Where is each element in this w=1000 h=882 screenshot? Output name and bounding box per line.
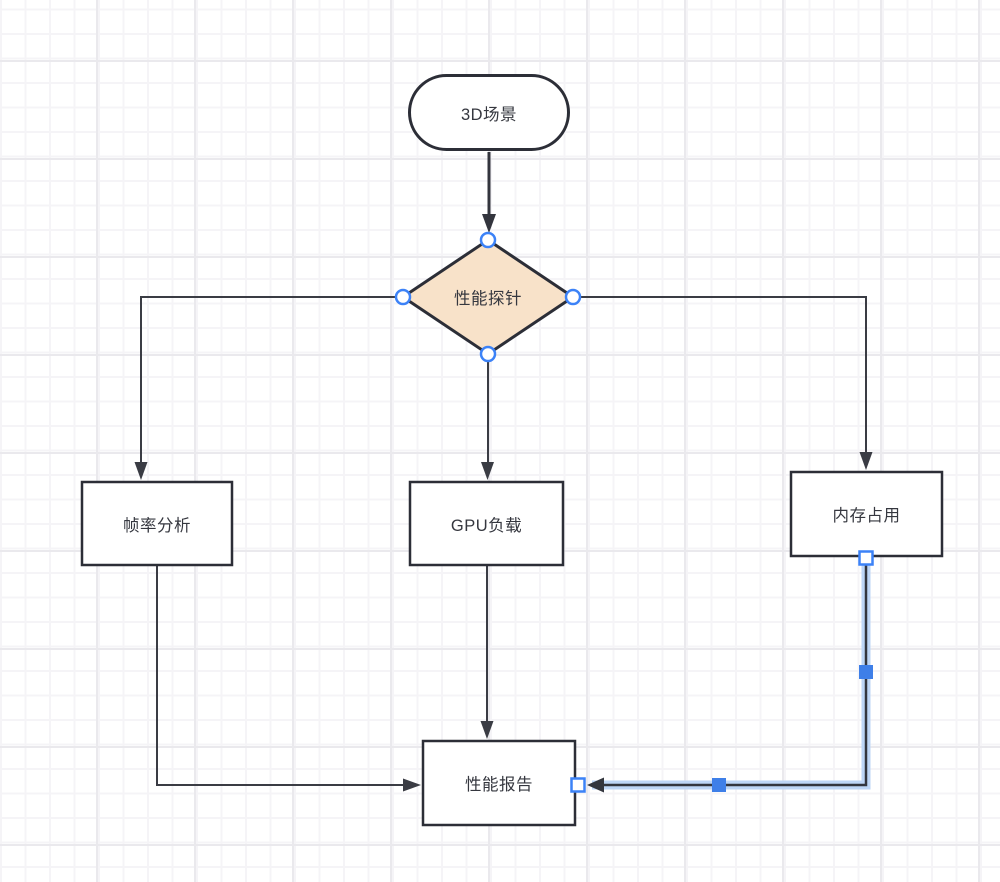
arrowhead-icon — [587, 777, 604, 793]
node-gpu-process[interactable] — [408, 480, 565, 567]
arrowhead-icon — [403, 778, 421, 792]
edge-line[interactable] — [574, 296, 867, 453]
node-scene-terminator[interactable] — [408, 74, 570, 151]
edge-probe-gpu[interactable] — [481, 354, 494, 480]
edge-scene-probe[interactable] — [482, 152, 496, 233]
node-memory-process[interactable] — [789, 470, 944, 558]
edge-line[interactable] — [156, 566, 404, 786]
midpoint-handle-horizontal[interactable] — [712, 778, 726, 792]
arrowhead-icon — [859, 452, 873, 470]
arrowhead-icon — [481, 462, 494, 480]
arrowhead-icon — [482, 214, 496, 233]
edge-line[interactable] — [140, 296, 402, 463]
edge-probe-fps[interactable] — [134, 296, 403, 480]
node-probe-decision[interactable] — [400, 238, 576, 356]
port-right-icon[interactable] — [564, 288, 582, 306]
selection-halo — [592, 559, 871, 790]
node-report-process[interactable] — [421, 739, 577, 827]
midpoint-handle-vertical[interactable] — [859, 665, 873, 679]
node-fps-process[interactable] — [80, 480, 234, 567]
arrowhead-icon — [480, 721, 494, 739]
edge-fps-report[interactable] — [156, 566, 421, 792]
endpoint-handle-end[interactable] — [570, 777, 586, 793]
edge-memory-report-selected[interactable] — [587, 559, 871, 793]
arrowhead-icon — [134, 462, 148, 480]
endpoint-handle-start[interactable] — [858, 550, 874, 566]
edge-probe-memory[interactable] — [574, 296, 873, 470]
port-bottom-icon[interactable] — [479, 345, 497, 363]
port-top-icon[interactable] — [479, 231, 497, 249]
edge-gpu-report[interactable] — [480, 566, 494, 739]
port-left-icon[interactable] — [394, 288, 412, 306]
edge-line[interactable] — [603, 559, 868, 787]
